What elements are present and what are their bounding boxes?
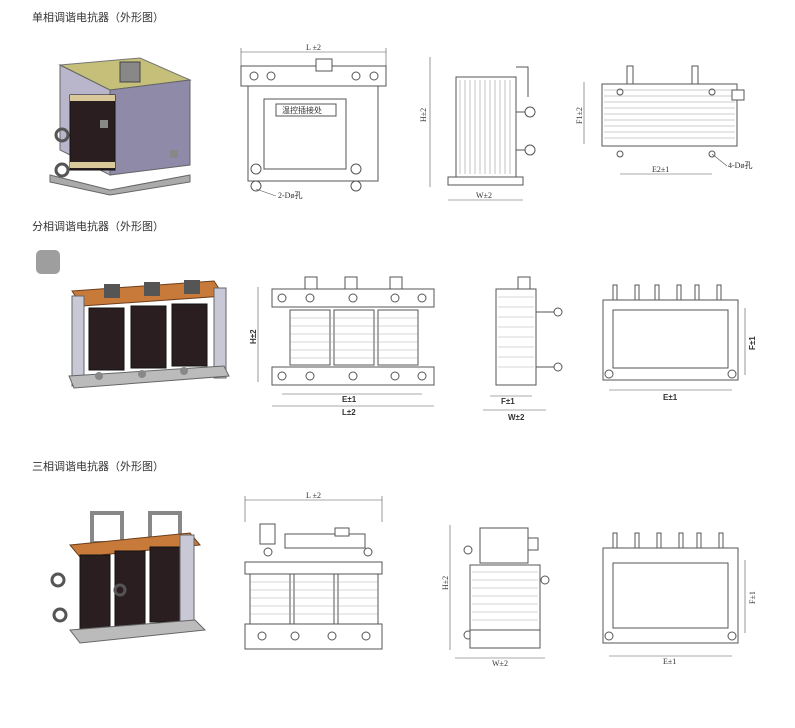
split-front-E-label: E±1 xyxy=(342,395,357,404)
split-front-H-label: H±2 xyxy=(249,329,258,344)
split-front-L-label: L±2 xyxy=(342,408,356,417)
single-front-hole-label: 2-Dø孔 xyxy=(278,191,302,200)
three-top-F-label: F±1 xyxy=(748,591,757,604)
single-phase-top-view: F1±2 E2±1 4-Dø孔 xyxy=(572,62,772,182)
single-phase-front-view: L ±2 温控插接处 2-Dø孔 xyxy=(236,43,396,204)
three-phase-3d-image xyxy=(40,505,210,650)
section-title-single: 单相调谐电抗器（外形图） xyxy=(32,11,164,24)
three-side-W-label: W±2 xyxy=(492,659,508,668)
single-front-L-label: L ±2 xyxy=(306,43,321,52)
split-top-F-label: F±1 xyxy=(748,336,757,350)
split-side-W-label: W±2 xyxy=(508,413,525,422)
split-side-F-label: F±1 xyxy=(501,397,515,406)
split-phase-front-view: H±2 E±1 L±2 xyxy=(249,272,440,422)
single-top-hole-label: 4-Dø孔 xyxy=(728,161,752,170)
three-side-H-label: H±2 xyxy=(441,576,450,590)
single-top-E2-label: E2±1 xyxy=(652,165,669,174)
split-phase-3d-image xyxy=(64,276,234,406)
three-phase-side-view: H±2 W±2 xyxy=(440,520,560,670)
placeholder-square xyxy=(36,250,60,274)
three-top-E-label: E±1 xyxy=(663,657,676,666)
single-phase-3d-image xyxy=(40,50,200,196)
single-front-plate-label: 温控插接处 xyxy=(282,105,322,115)
single-side-W-label: W±2 xyxy=(476,191,492,200)
three-phase-top-view: F±1 E±1 xyxy=(595,528,770,668)
split-top-E-label: E±1 xyxy=(663,393,678,402)
single-top-F1-label: F1±2 xyxy=(575,107,584,124)
split-phase-side-view: F±1 W±2 xyxy=(468,272,578,422)
section-title-split: 分相调谐电抗器（外形图） xyxy=(32,220,164,233)
single-phase-side-view: H±2 W±2 xyxy=(418,52,558,212)
split-phase-top-view: F±1 E±1 xyxy=(595,280,765,410)
section-title-three: 三相调谐电抗器（外形图） xyxy=(32,460,164,473)
single-side-H-label: H±2 xyxy=(419,108,428,122)
three-front-L-label: L ±2 xyxy=(306,491,321,500)
three-phase-front-view: L ±2 xyxy=(240,491,390,657)
